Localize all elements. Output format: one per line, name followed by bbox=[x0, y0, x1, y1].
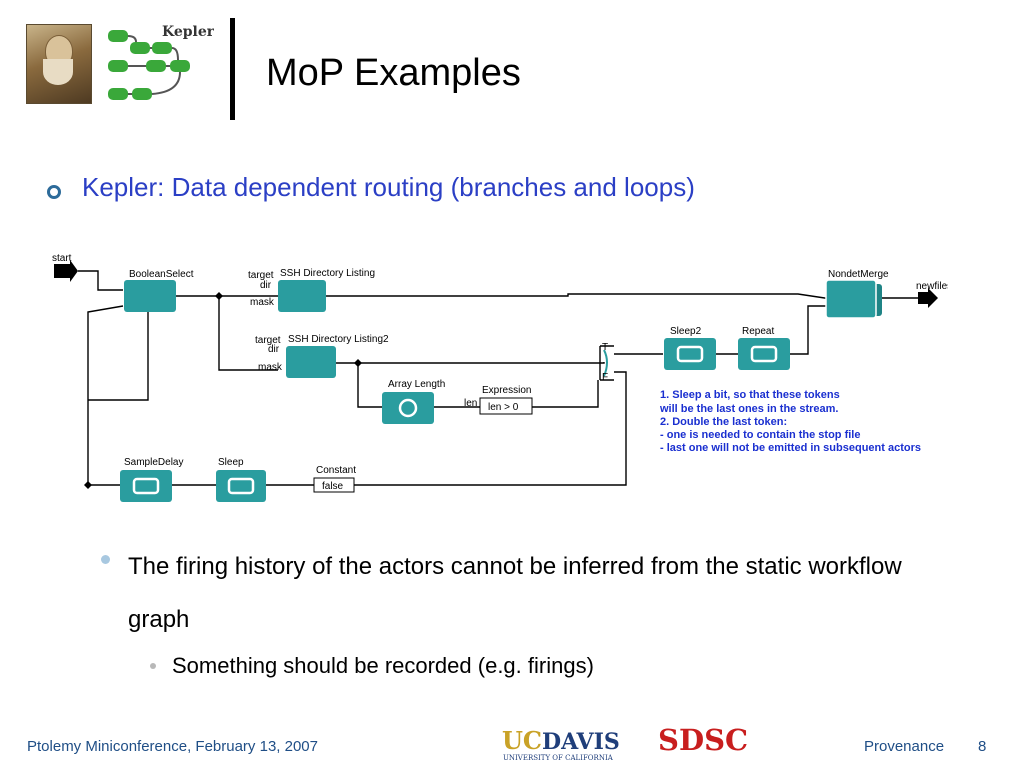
repeat-label: Repeat bbox=[742, 326, 774, 337]
sleep2-label: Sleep2 bbox=[670, 326, 702, 337]
page-title: MoP Examples bbox=[266, 52, 521, 94]
kepler-logo: Kepler bbox=[108, 24, 214, 100]
footer-conference: Ptolemy Miniconference, February 13, 200… bbox=[27, 738, 318, 755]
portrait-beard bbox=[43, 59, 73, 85]
expression-label: Expression bbox=[482, 385, 531, 396]
repeat-actor[interactable] bbox=[738, 338, 790, 370]
newfiles-port-icon[interactable] bbox=[918, 288, 938, 308]
ssh2-port-target: target bbox=[255, 335, 281, 346]
sleep-actor[interactable] bbox=[216, 470, 266, 502]
start-label: start bbox=[52, 253, 72, 264]
bullet-level3: Something should be recorded (e.g. firin… bbox=[172, 653, 594, 678]
boolean-select-actor[interactable] bbox=[124, 280, 176, 312]
bullet-level1: Kepler: Data dependent routing (branches… bbox=[82, 172, 695, 202]
array-length-label: Array Length bbox=[388, 379, 445, 390]
ssh-port-mask: mask bbox=[250, 297, 275, 308]
newfiles-label: newfiles bbox=[916, 281, 948, 292]
expression-actor[interactable] bbox=[479, 397, 533, 415]
title-divider bbox=[230, 18, 235, 120]
sample-delay-label: SampleDelay bbox=[124, 457, 183, 468]
ucdavis-logo: UC DAVIS UNIVERSITY OF CALIFORNIA bbox=[502, 727, 620, 762]
ssh-listing-label: SSH Directory Listing bbox=[280, 268, 375, 279]
sleep-label: Sleep bbox=[218, 457, 244, 468]
sleep2-icon bbox=[676, 345, 704, 363]
bullet-marker-level2 bbox=[101, 555, 110, 564]
expression-port-len: len bbox=[464, 398, 477, 409]
constant-value: false bbox=[322, 481, 344, 492]
expression-value: len > 0 bbox=[488, 402, 519, 413]
sdsc-text: SDSC bbox=[658, 723, 748, 757]
ssh-listing2-actor[interactable] bbox=[286, 346, 336, 378]
nondet-merge-label: NondetMerge bbox=[828, 269, 889, 280]
sleep-icon bbox=[227, 477, 255, 495]
ucdavis-davis: DAVIS bbox=[542, 729, 620, 755]
note-line-5: - last one will not be emitted in subseq… bbox=[660, 442, 921, 454]
sample-delay-actor[interactable] bbox=[120, 470, 172, 502]
page-number: 8 bbox=[978, 738, 987, 755]
note-line-2: will be the last ones in the stream. bbox=[659, 403, 839, 415]
ssh-listing-actor[interactable] bbox=[278, 280, 326, 312]
nondet-merge-actor[interactable] bbox=[825, 279, 877, 319]
astronomer-portrait-icon bbox=[26, 24, 92, 104]
switch-curve-icon bbox=[603, 349, 608, 377]
ssh-port-dir: dir bbox=[260, 280, 272, 291]
ssh2-port-mask: mask bbox=[258, 362, 283, 373]
sleep2-actor[interactable] bbox=[664, 338, 716, 370]
repeat-icon bbox=[750, 345, 778, 363]
array-length-actor[interactable] bbox=[382, 392, 434, 424]
boolean-switch-actor[interactable] bbox=[599, 345, 614, 381]
bullet-marker-level1 bbox=[47, 185, 61, 199]
ucdavis-uc: UC bbox=[502, 727, 542, 755]
workflow-diagram: start newfiles BooleanSelect SSH Directo… bbox=[52, 253, 948, 502]
constant-actor[interactable] bbox=[313, 477, 355, 493]
note-line-1: 1. Sleep a bit, so that these tokens bbox=[660, 389, 840, 401]
boolean-select-label: BooleanSelect bbox=[129, 269, 194, 280]
note-line-4: - one is needed to contain the stop file bbox=[660, 429, 860, 441]
start-port-icon[interactable] bbox=[54, 260, 78, 282]
ucdavis-sub: UNIVERSITY OF CALIFORNIA bbox=[503, 754, 614, 762]
note-line-3: 2. Double the last token: bbox=[660, 416, 787, 428]
ssh2-port-dir: dir bbox=[268, 344, 280, 355]
sample-delay-icon bbox=[132, 477, 160, 495]
switch-port-f: F bbox=[602, 372, 608, 383]
ssh-port-target: target bbox=[248, 270, 274, 281]
footer-section: Provenance bbox=[864, 738, 945, 755]
bullet-marker-level3 bbox=[150, 663, 156, 669]
bullet-level2: The firing history of the actors cannot … bbox=[128, 553, 902, 633]
kepler-logo-text: Kepler bbox=[162, 24, 214, 40]
ssh-listing2-label: SSH Directory Listing2 bbox=[288, 334, 389, 345]
switch-port-t: T bbox=[602, 342, 608, 353]
refresh-icon bbox=[398, 398, 418, 418]
sdsc-logo: SDSC bbox=[658, 723, 748, 757]
constant-label: Constant bbox=[316, 465, 356, 476]
